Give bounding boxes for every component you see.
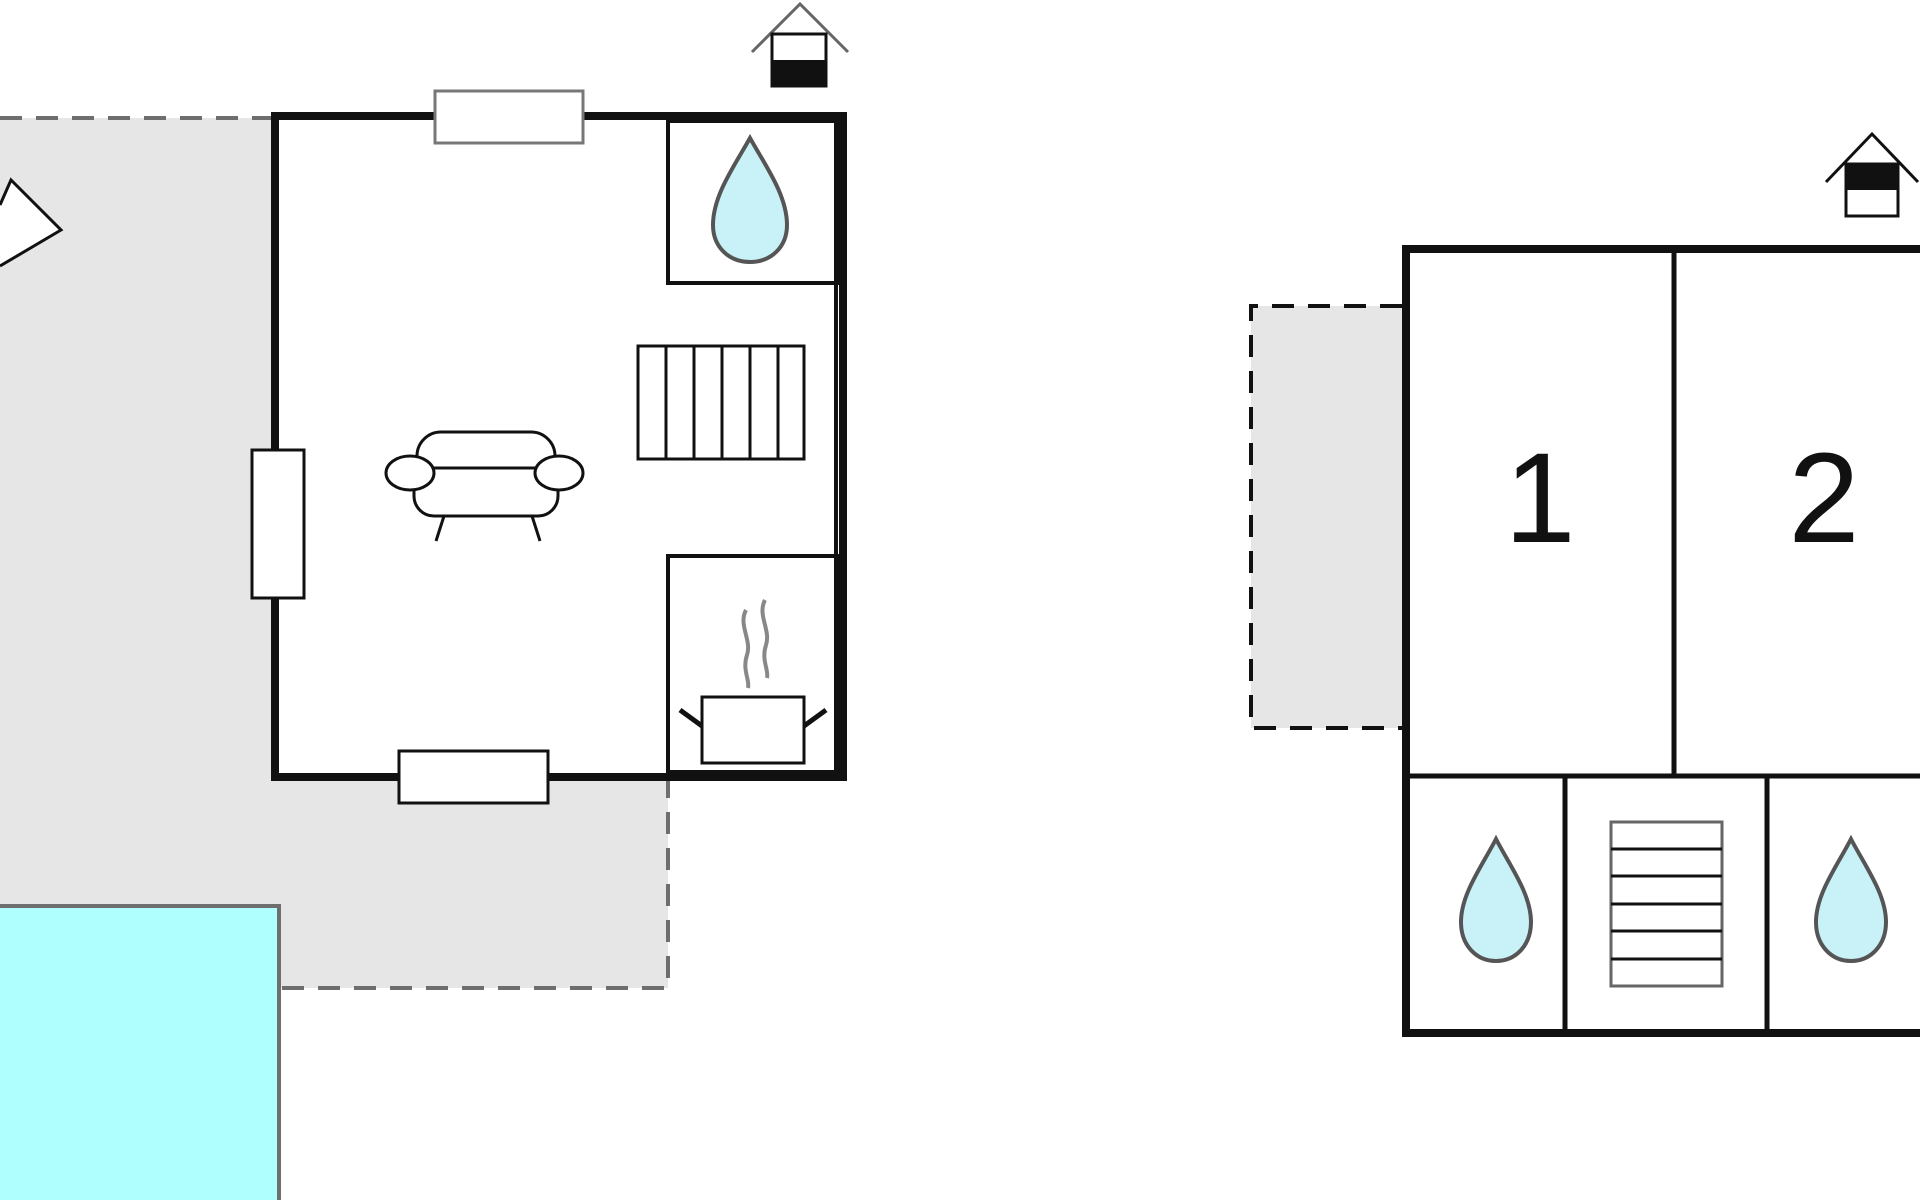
ground-floor-plan — [0, 1, 850, 1200]
ground-kitchen — [666, 554, 840, 774]
water-drop-icon — [1458, 834, 1534, 964]
water-drop-icon — [1813, 834, 1889, 964]
balcony-area — [1251, 306, 1406, 728]
balcony-dashed-outline — [1249, 304, 1402, 730]
cooking-pot-icon — [678, 599, 828, 765]
window-left — [250, 448, 306, 600]
window-bottom — [397, 749, 550, 805]
terrace-dashed-outline — [0, 116, 670, 990]
window-top — [433, 89, 585, 145]
sofa-icon — [384, 430, 585, 542]
bedroom-2-number: 2 — [1788, 427, 1859, 570]
triangle-marker-icon — [0, 177, 64, 268]
upper-floor-plan: 1 2 — [1249, 131, 1920, 1037]
staircase-icon — [636, 344, 806, 461]
house-level-upper-icon — [1824, 131, 1920, 218]
terrace-area — [0, 118, 668, 988]
water-drop-icon — [710, 133, 790, 265]
swimming-pool — [0, 904, 281, 1200]
staircase-icon — [1609, 820, 1724, 988]
bedroom-1-number: 1 — [1504, 427, 1575, 570]
house-level-lower-icon — [750, 1, 850, 88]
